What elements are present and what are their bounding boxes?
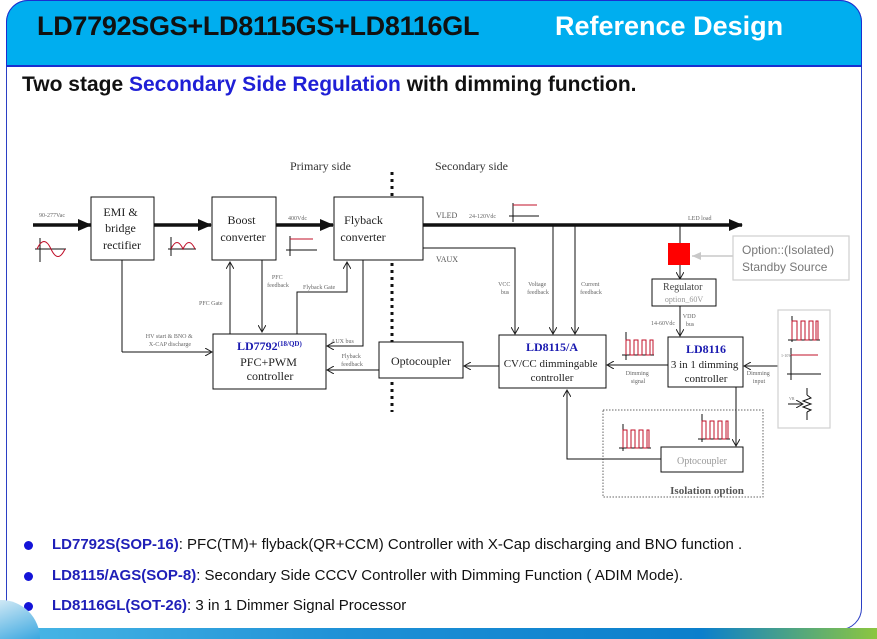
ld7792-controller-block [212, 333, 327, 390]
standby-source-marker [668, 243, 690, 265]
pwm-input-icon [788, 316, 820, 342]
regulator-block [651, 278, 717, 307]
block-diagram: Primary side Secondary side 90-277Vac EM… [33, 159, 850, 498]
aux-bus-label: AUX bus [331, 339, 354, 345]
boost-block-label: Boost converter [220, 213, 265, 244]
iso-pwm-out-icon [698, 414, 730, 442]
flyback-gate-line [296, 262, 347, 334]
headline-suffix: with dimming function. [400, 73, 637, 96]
isolation-option-box [602, 409, 764, 498]
flyback-block-label: Flyback converter [340, 213, 385, 244]
pfc-gate-label: PFC Gate [199, 301, 223, 307]
vdd-bus-label: VDD bus [683, 314, 698, 328]
headline-highlight: Secondary Side Regulation [128, 73, 401, 96]
ld8115-function: CV/CC dimmingable controller [504, 358, 601, 384]
standby-callout [732, 235, 850, 281]
header-title: LD7792SGS+LD8115GS+LD8116GL [37, 11, 480, 41]
aux-bus-line [327, 260, 364, 346]
headline: Two stage Secondary Side Regulation with… [22, 73, 637, 97]
boost-converter-block [211, 196, 277, 261]
part-number: LD8116GL(SOT-26) [52, 597, 188, 614]
hv-start-label: HV start & BNO & X-CAP discharge [146, 334, 194, 348]
vled-label: VLED [436, 211, 458, 220]
ld8115-controller-block [498, 334, 607, 389]
dimming-signal-label: Dimming signal [626, 371, 651, 385]
vaux-label: VAUX [436, 255, 458, 264]
part-description: : PFC(TM)+ flyback(QR+CCM) Controller wi… [178, 536, 743, 553]
dc-input-icon: 1-10V [781, 348, 821, 380]
regulator-block-label: Regulator option_60V [663, 282, 705, 304]
vled-value-label: 24-120Vdc [469, 214, 496, 220]
vcc-bus-label: VCC bus [498, 282, 512, 296]
flyback-converter-block [333, 196, 424, 261]
isolation-option-label: Isolation option [670, 485, 744, 497]
pfc-feedback-label: PFC feedback [267, 275, 289, 289]
ac-sine-icon [35, 238, 66, 262]
bullet-dot-icon [24, 602, 33, 611]
emi-block-label: EMI & bridge rectifier [103, 205, 141, 252]
ld8116-name: LD8116 [686, 342, 726, 356]
slide-frame [6, 0, 862, 630]
part-description: : Secondary Side CCCV Controller with Di… [196, 566, 684, 584]
emi-bridge-block [90, 196, 155, 261]
bullet-dot-icon [24, 571, 33, 581]
isolation-optocoupler-label: Optocoupler [677, 456, 728, 467]
dimming-input-options [777, 309, 831, 429]
resistor-label: VR [789, 396, 795, 401]
vled-dc-icon [509, 203, 539, 222]
boost-output-label: 400Vdc [288, 216, 307, 222]
rectified-wave-icon [168, 237, 196, 256]
part-description: : 3 in 1 Dimmer Signal Processor [187, 597, 407, 614]
standby-callout-text: Option::(Isolated) Standby Source [742, 243, 837, 274]
vcc-bus-line [423, 247, 515, 334]
current-feedback-label: Current feedback [580, 282, 602, 296]
ld8116-function: 3 in 1 dimming controller [671, 359, 741, 385]
iso-to-ld8115-line [567, 390, 661, 460]
part-number: LD7792S(SOP-16) [52, 536, 179, 553]
ld7792-name: LD7792(18/QD) [237, 339, 302, 353]
iso-pwm-in-icon [619, 424, 651, 451]
input-voltage-label: 90-277Vac [39, 213, 65, 219]
part-number: LD8115/AGS(SOP-8) [52, 566, 197, 584]
bullet-dot-icon [24, 541, 33, 550]
ld7792-function: PFC+PWM controller [240, 355, 300, 383]
voltage-feedback-label: Voltage feedback [527, 282, 549, 296]
dc-level-label: 1-10V [781, 353, 791, 358]
potentiometer-icon: VR [788, 388, 813, 420]
primary-optocoupler-block [378, 341, 464, 379]
ld8115-name: LD8115/A [526, 340, 578, 354]
isolation-optocoupler-block [660, 446, 744, 473]
led-load-label: LED load [688, 216, 712, 222]
dimming-input-label: Dimming input [747, 371, 772, 385]
header-subtitle: Reference Design [555, 11, 784, 41]
dimming-pwm-wave-icon [622, 332, 654, 360]
dc-level-icon [286, 236, 317, 256]
footer-band [0, 628, 877, 639]
secondary-side-label: Secondary side [435, 159, 508, 173]
headline-prefix: Two stage [22, 73, 129, 96]
flyback-feedback-label: Flyback feedback [341, 354, 363, 368]
vdd-value-label: 14-60Vdc [651, 321, 675, 327]
flyback-gate-label: Flyback Gate [303, 285, 335, 291]
primary-side-label: Primary side [290, 159, 351, 173]
primary-optocoupler-label: Optocoupler [391, 354, 451, 368]
slide-header: LD7792SGS+LD8115GS+LD8116GL Reference De… [6, 0, 862, 67]
